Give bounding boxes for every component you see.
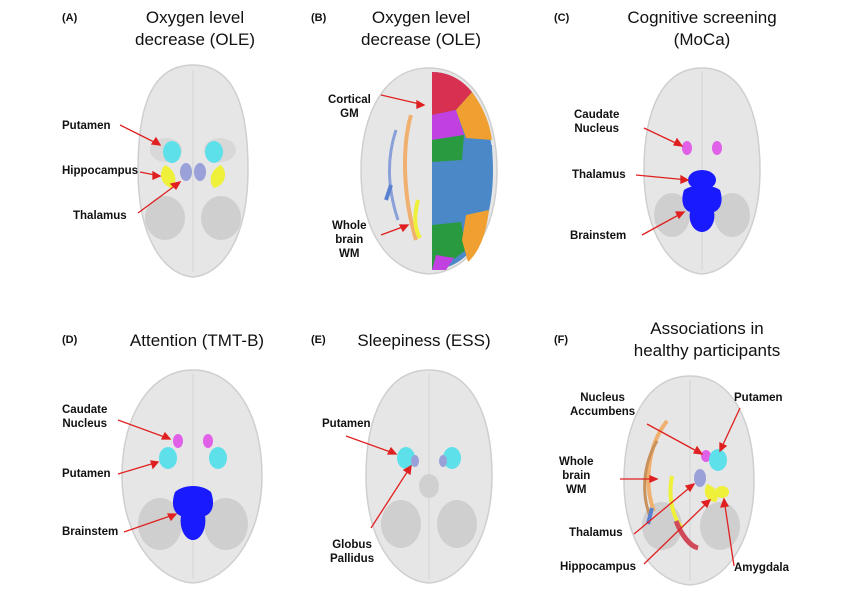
panel-label: (A) [62, 12, 78, 24]
panel-c: (C) Cognitive screening (MoCa) Caudate N… [554, 0, 857, 296]
panel-b: (B) Oxygen level decrease (OLE) Cortical… [286, 0, 572, 296]
putamen-right [443, 447, 461, 469]
panel-d: (D) Attention (TMT-B) Caudate Nucleus Pu… [0, 296, 286, 592]
brain-illustration [360, 67, 498, 275]
annotation-globus-pallidus: Globus Pallidus [330, 539, 375, 565]
putamen-left [159, 447, 177, 469]
panel-title: Oxygen level decrease (OLE) [135, 8, 255, 49]
annotation-thalamus: Thalamus [572, 169, 626, 181]
putamen [709, 449, 727, 471]
annotation-caudate-nucleus: Caudate Nucleus [62, 404, 108, 430]
amygdala [715, 486, 729, 498]
panel-title: Sleepiness (ESS) [357, 331, 491, 350]
brain-illustration [620, 375, 755, 586]
annotation-brainstem: Brainstem [62, 526, 119, 538]
brain-illustration [345, 369, 493, 584]
panel-title: Associations in healthy participants [633, 319, 781, 360]
panel-title: Cognitive screening (MoCa) [627, 8, 777, 49]
panel-label: (D) [62, 334, 78, 346]
brainstem [172, 486, 214, 540]
thalamus [688, 170, 716, 190]
globus-pallidus-left [411, 455, 419, 467]
caudate-left [682, 141, 692, 155]
brain-illustration [635, 67, 761, 275]
annotation-caudate-nucleus: Caudate Nucleus [574, 109, 620, 135]
panel-f: (F) Associations in healthy participants… [554, 296, 857, 592]
annotation-whole-brain-wm: Whole brain WM [559, 456, 594, 496]
panel-e: (E) Sleepiness (ESS) Putamen Globus Pall… [286, 296, 572, 592]
globus-pallidus-right [439, 455, 447, 467]
annotation-whole-brain-wm: Whole brain WM [332, 220, 367, 260]
annotation-thalamus: Thalamus [73, 210, 127, 222]
caudate-left [173, 434, 183, 448]
panel-a: (A) Oxygen level decrease (OLE) Putamen … [0, 0, 286, 296]
brain-illustration [119, 64, 249, 278]
putamen-right [205, 141, 223, 163]
panel-title: Attention (TMT-B) [129, 331, 265, 350]
annotation-brainstem: Brainstem [570, 230, 627, 242]
brain-outline [121, 369, 263, 584]
hippocampus-left [160, 165, 176, 188]
panel-label: (B) [311, 12, 327, 24]
panel-title: Oxygen level decrease (OLE) [361, 8, 481, 49]
white-matter-tracts [402, 114, 418, 241]
annotation-thalamus: Thalamus [569, 527, 623, 539]
nucleus-accumbens [701, 450, 711, 462]
annotation-amygdala: Amygdala [734, 562, 789, 574]
white-matter-tracts [646, 419, 669, 512]
annotation-cortical-gm: Cortical GM [328, 94, 371, 120]
annotation-nucleus-accumbens: Nucleus Accumbens [570, 392, 636, 418]
caudate-right [712, 141, 722, 155]
hippocampus-right [210, 165, 226, 188]
brain-illustration [117, 369, 263, 584]
annotation-putamen: Putamen [734, 392, 783, 404]
putamen-left [397, 447, 415, 469]
brainstem [682, 185, 722, 232]
annotation-hippocampus: Hippocampus [560, 561, 637, 573]
thalamus [694, 469, 706, 487]
panel-label: (F) [554, 334, 569, 346]
annotation-hippocampus: Hippocampus [62, 165, 139, 177]
putamen-right [209, 447, 227, 469]
thalamus-left [180, 163, 192, 181]
thalamus-right [194, 163, 206, 181]
putamen-left [163, 141, 181, 163]
caudate-right [203, 434, 213, 448]
panel-label: (C) [554, 12, 570, 24]
annotation-putamen: Putamen [322, 418, 371, 430]
annotation-putamen: Putamen [62, 468, 111, 480]
annotation-putamen: Putamen [62, 120, 111, 132]
panel-label: (E) [311, 334, 326, 346]
hippocampus [704, 484, 718, 502]
